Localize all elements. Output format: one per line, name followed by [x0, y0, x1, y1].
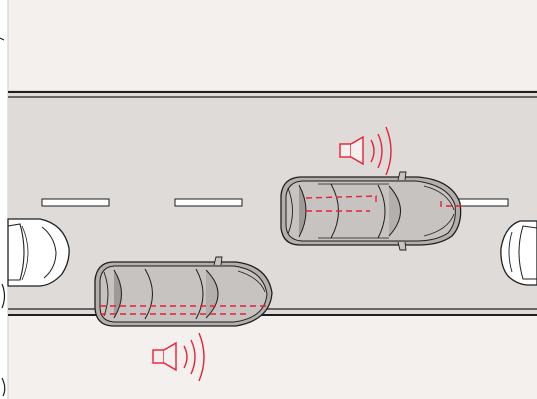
- lane-marking: [174, 198, 243, 207]
- sound-waves-icon: [370, 126, 392, 176]
- car-lower-gray: [94, 256, 273, 327]
- speaker-icon: [339, 126, 392, 176]
- left-edge-strip: [0, 0, 8, 399]
- lane-marking: [41, 198, 110, 207]
- blind-spot-zone: [305, 195, 462, 212]
- car-left-white: [7, 218, 70, 287]
- car-right-white: [500, 220, 537, 286]
- sound-waves-icon: [183, 332, 205, 382]
- left-edge-bracket: [0, 37, 6, 397]
- speaker-icon: [152, 332, 205, 382]
- car-upper-gray: [280, 171, 462, 251]
- blind-spot-zone: [100, 305, 270, 315]
